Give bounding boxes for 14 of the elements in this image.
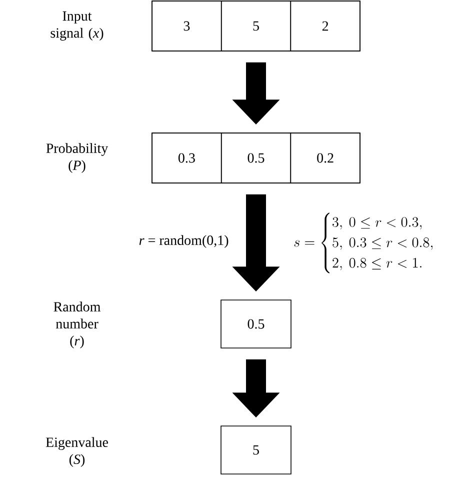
value-cell: 2 — [290, 0, 360, 52]
row-heading: Eigenvalue (S) — [46, 437, 108, 467]
row-heading: Random number (r) — [54, 302, 101, 348]
value-cell: 0.5 — [220, 132, 292, 184]
value-box: 5 — [220, 426, 292, 474]
value-cell: 3 — [152, 0, 222, 52]
value-box: 0.5 — [220, 300, 292, 348]
edge-label: r = random(0,1) — [139, 235, 228, 248]
piecewise-formula: $s = \begin{cases} 3,\ 0 \le r < 0.3, \\ 5,\ 0.3 \le r < 0.8, \\ 2,\ 0.8 \le r < 1. \end{cases}$ — [294, 212, 433, 274]
value-cell: 0.2 — [290, 132, 360, 184]
row-heading: Input signal (x) — [50, 11, 104, 41]
row-heading: Probability (P) — [46, 143, 108, 173]
value-cell: 0.3 — [152, 132, 222, 184]
value-cell: 5 — [220, 0, 292, 52]
